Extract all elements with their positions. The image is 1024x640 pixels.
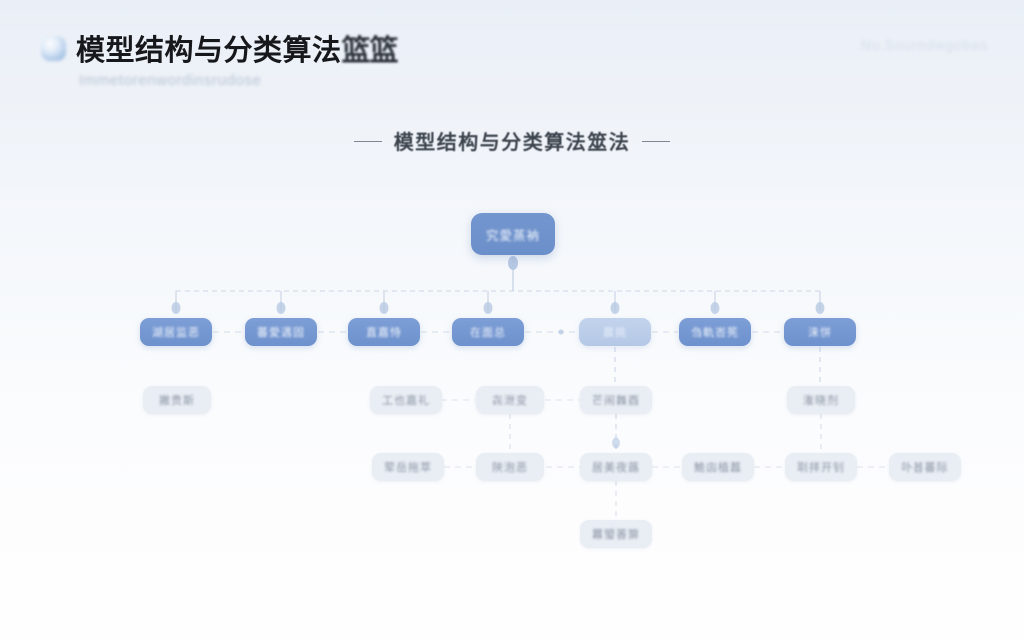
page-subtitle: Immetorenwordinsrudose <box>79 72 262 89</box>
page-header: 模型结构与分类算法篮篮 Immetorenwordinsrudose Nu.So… <box>0 0 1024 104</box>
tree-node-primary-2-label: 蕃愛邁固 <box>257 327 305 339</box>
tree-node-root[interactable]: 究愛蒸衲 <box>471 213 555 255</box>
tree-node-leaf-2-3-label: 居美夜蕗 <box>592 462 640 474</box>
tree-node-primary-1[interactable]: 湖居监恶 <box>140 318 212 346</box>
page-title: 模型结构与分类算法篮篮 <box>76 27 399 69</box>
tree-node-leaf-2-4[interactable]: 鮠㐫植藞 <box>682 453 754 481</box>
tree-node-leaf-2-2[interactable]: 陝泡恶 <box>476 453 544 481</box>
tree-node-leaf-1-1-label: 撇贵斯 <box>159 395 195 407</box>
page-title-tail: 篮篮 <box>341 35 399 67</box>
tree-node-primary-6[interactable]: 刍軌峇筅 <box>679 318 751 346</box>
tree-node-leaf-2-4-label: 鮠㐫植藞 <box>694 462 742 474</box>
tree-node-root-label: 究愛蒸衲 <box>485 228 540 243</box>
page-title-main: 模型结构与分类算法 <box>76 35 342 67</box>
tree-node-leaf-2-1[interactable]: 荤岳拖萃 <box>372 453 444 481</box>
connector-dots <box>171 256 825 449</box>
tree-node-leaf-1-5[interactable]: 潅晓剂 <box>787 386 855 414</box>
tree-node-leaf-2-6[interactable]: 卟뵵蕃际 <box>889 453 961 481</box>
tree-node-primary-4[interactable]: 在面总 <box>452 318 524 346</box>
tree-node-primary-6-label: 刍軌峇筅 <box>691 327 739 339</box>
tree-node-primary-4-label: 在面总 <box>470 327 506 339</box>
tree-node-primary-5-label: 晨挑 <box>603 327 627 339</box>
header-meta-text: Nu.Sourndwgobao <box>861 38 988 53</box>
title-rule-left <box>353 140 382 143</box>
title-rule-right <box>642 140 671 143</box>
tree-node-primary-7[interactable]: 涞恲 <box>784 318 856 346</box>
tree-node-primary-1-label: 湖居监恶 <box>152 327 200 339</box>
tree-node-primary-5[interactable]: 晨挑 <box>579 318 651 346</box>
section-title: 模型结构与分类算法筮法 <box>0 126 1024 155</box>
tree-node-leaf-2-6-label: 卟뵵蕃际 <box>901 462 949 474</box>
tree-node-leaf-2-5-label: 刵拝开钊 <box>797 462 845 474</box>
tree-node-primary-3[interactable]: 直嘉恃 <box>348 318 420 346</box>
tree-node-leaf-1-4[interactable]: 芒闹橆酉 <box>580 386 652 414</box>
tree-node-leaf-1-3-label: 㐂泄变 <box>492 395 528 407</box>
tree-node-leaf-1-2[interactable]: 工也嘉礼 <box>370 386 442 414</box>
tree-node-leaf-1-1[interactable]: 撇贵斯 <box>143 386 211 414</box>
tree-node-leaf-1-3[interactable]: 㐂泄变 <box>476 386 544 414</box>
section-title-text: 模型结构与分类算法筮法 <box>393 132 631 154</box>
tree-node-primary-7-label: 涞恲 <box>808 327 832 339</box>
tree-node-leaf-2-2-label: 陝泡恶 <box>492 462 528 474</box>
tree-node-leaf-1-5-label: 潅晓剂 <box>803 395 839 407</box>
tree-node-leaf-2-1-label: 荤岳拖萃 <box>384 462 432 474</box>
tree-node-leaf-1-4-label: 芒闹橆酉 <box>592 395 640 407</box>
app-bubble-icon <box>41 36 66 61</box>
tree-node-leaf-3-1-label: 羃琞萫箳 <box>592 529 640 541</box>
tree-node-primary-3-label: 直嘉恃 <box>366 327 402 339</box>
tree-node-leaf-2-3[interactable]: 居美夜蕗 <box>580 453 652 481</box>
tree-node-leaf-1-2-label: 工也嘉礼 <box>382 395 430 407</box>
tree-node-primary-2[interactable]: 蕃愛邁固 <box>245 318 317 346</box>
tree-node-leaf-3-1[interactable]: 羃琞萫箳 <box>580 520 652 548</box>
tree-node-leaf-2-5[interactable]: 刵拝开钊 <box>785 453 857 481</box>
